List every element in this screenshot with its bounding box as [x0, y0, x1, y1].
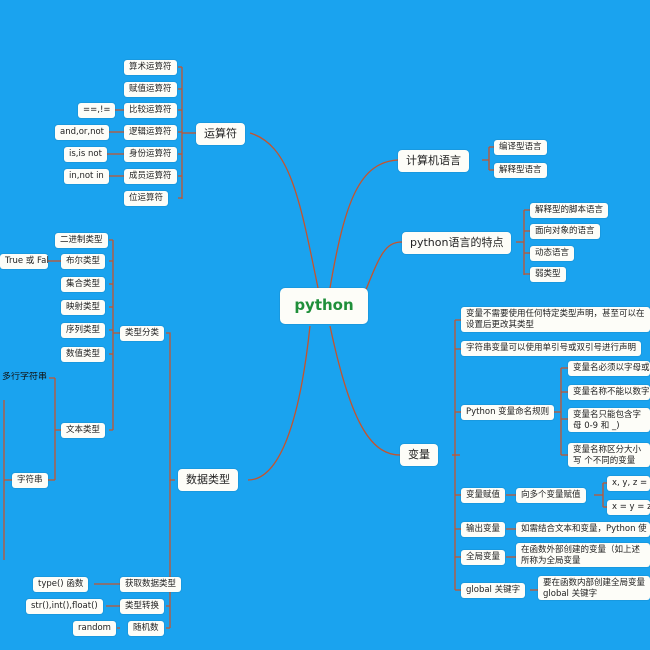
language-compiled[interactable]: 编译型语言 — [494, 140, 547, 155]
bool-values[interactable]: True 或 False — [0, 254, 48, 269]
example-compare[interactable]: ==,!= — [78, 103, 116, 118]
var-global-keyword-desc[interactable]: 要在函数内部创建全局变量 global 关键字 — [538, 576, 650, 600]
var-naming-rules[interactable]: Python 变量命名规则 — [461, 405, 555, 420]
root-node[interactable]: python — [280, 288, 368, 324]
conversion-functions[interactable]: str(),int(),float() — [26, 599, 103, 614]
random-module[interactable]: random — [73, 621, 116, 636]
type-bool[interactable]: 布尔类型 — [61, 254, 106, 269]
naming-rule-4[interactable]: 变量名称区分大小写 个不同的变量 — [568, 443, 650, 467]
example-logic[interactable]: and,or,not — [55, 125, 110, 140]
var-global-desc[interactable]: 在函数外部创建的变量（如上述所称为全局变量 — [516, 543, 650, 567]
language-node[interactable]: 计算机语言 — [398, 150, 469, 172]
operator-bitwise[interactable]: 位运算符 — [124, 191, 169, 206]
type-mapping[interactable]: 映射类型 — [61, 300, 106, 315]
random-number[interactable]: 随机数 — [128, 621, 164, 636]
get-type[interactable]: 获取数据类型 — [120, 577, 182, 592]
var-assignment[interactable]: 变量赋值 — [461, 488, 506, 503]
naming-rule-1[interactable]: 变量名必须以字母或 — [568, 361, 650, 376]
assign-example-2[interactable]: x = y = z = — [607, 500, 650, 515]
operator-logical[interactable]: 逻辑运算符 — [124, 125, 177, 140]
type-categories[interactable]: 类型分类 — [120, 326, 165, 341]
type-set[interactable]: 集合类型 — [61, 277, 106, 292]
var-no-declare[interactable]: 变量不需要使用任何特定类型声明，甚至可以在设置后更改其类型 — [461, 307, 650, 333]
assign-example-1[interactable]: x, y, z = "O — [607, 476, 650, 491]
var-output-desc[interactable]: 如需结合文本和变量，Python 使 — [516, 522, 650, 537]
operator-membership[interactable]: 成员运算符 — [124, 169, 177, 184]
datatypes-node[interactable]: 数据类型 — [178, 469, 238, 491]
operator-assignment[interactable]: 赋值运算符 — [124, 82, 177, 97]
naming-rule-2[interactable]: 变量名称不能以数字 — [568, 385, 650, 400]
operators-node[interactable]: 运算符 — [196, 123, 245, 145]
type-function[interactable]: type() 函数 — [33, 577, 89, 592]
operator-arithmetic[interactable]: 算术运算符 — [124, 60, 177, 75]
language-interpreted[interactable]: 解释型语言 — [494, 163, 547, 178]
naming-rule-3[interactable]: 变量名只能包含字母 0-9 和 _) — [568, 408, 650, 432]
example-member[interactable]: in,not in — [64, 169, 109, 184]
operator-identity[interactable]: 身份运算符 — [124, 147, 177, 162]
multiline-string[interactable]: 多行字符串 — [2, 372, 48, 382]
var-global[interactable]: 全局变量 — [461, 550, 506, 565]
type-sequence[interactable]: 序列类型 — [61, 323, 106, 338]
operator-comparison[interactable]: 比较运算符 — [124, 103, 177, 118]
type-binary[interactable]: 二进制类型 — [55, 233, 108, 248]
var-output[interactable]: 输出变量 — [461, 522, 506, 537]
feature-script[interactable]: 解释型的脚本语言 — [530, 203, 609, 218]
string-node[interactable]: 字符串 — [12, 473, 48, 488]
var-quotes[interactable]: 字符串变量可以使用单引号或双引号进行声明 — [461, 341, 642, 356]
var-assign-multi[interactable]: 向多个变量赋值 — [516, 488, 586, 503]
features-node[interactable]: python语言的特点 — [402, 232, 512, 254]
example-identity[interactable]: is,is not — [64, 147, 107, 162]
feature-dynamic[interactable]: 动态语言 — [530, 246, 575, 261]
variables-node[interactable]: 变量 — [400, 444, 438, 466]
var-global-keyword[interactable]: global 关键字 — [461, 583, 526, 598]
feature-weak-typed[interactable]: 弱类型 — [530, 267, 566, 282]
type-numeric[interactable]: 数值类型 — [61, 347, 106, 362]
feature-oop[interactable]: 面向对象的语言 — [530, 224, 600, 239]
type-conversion[interactable]: 类型转换 — [120, 599, 165, 614]
type-text[interactable]: 文本类型 — [61, 423, 106, 438]
